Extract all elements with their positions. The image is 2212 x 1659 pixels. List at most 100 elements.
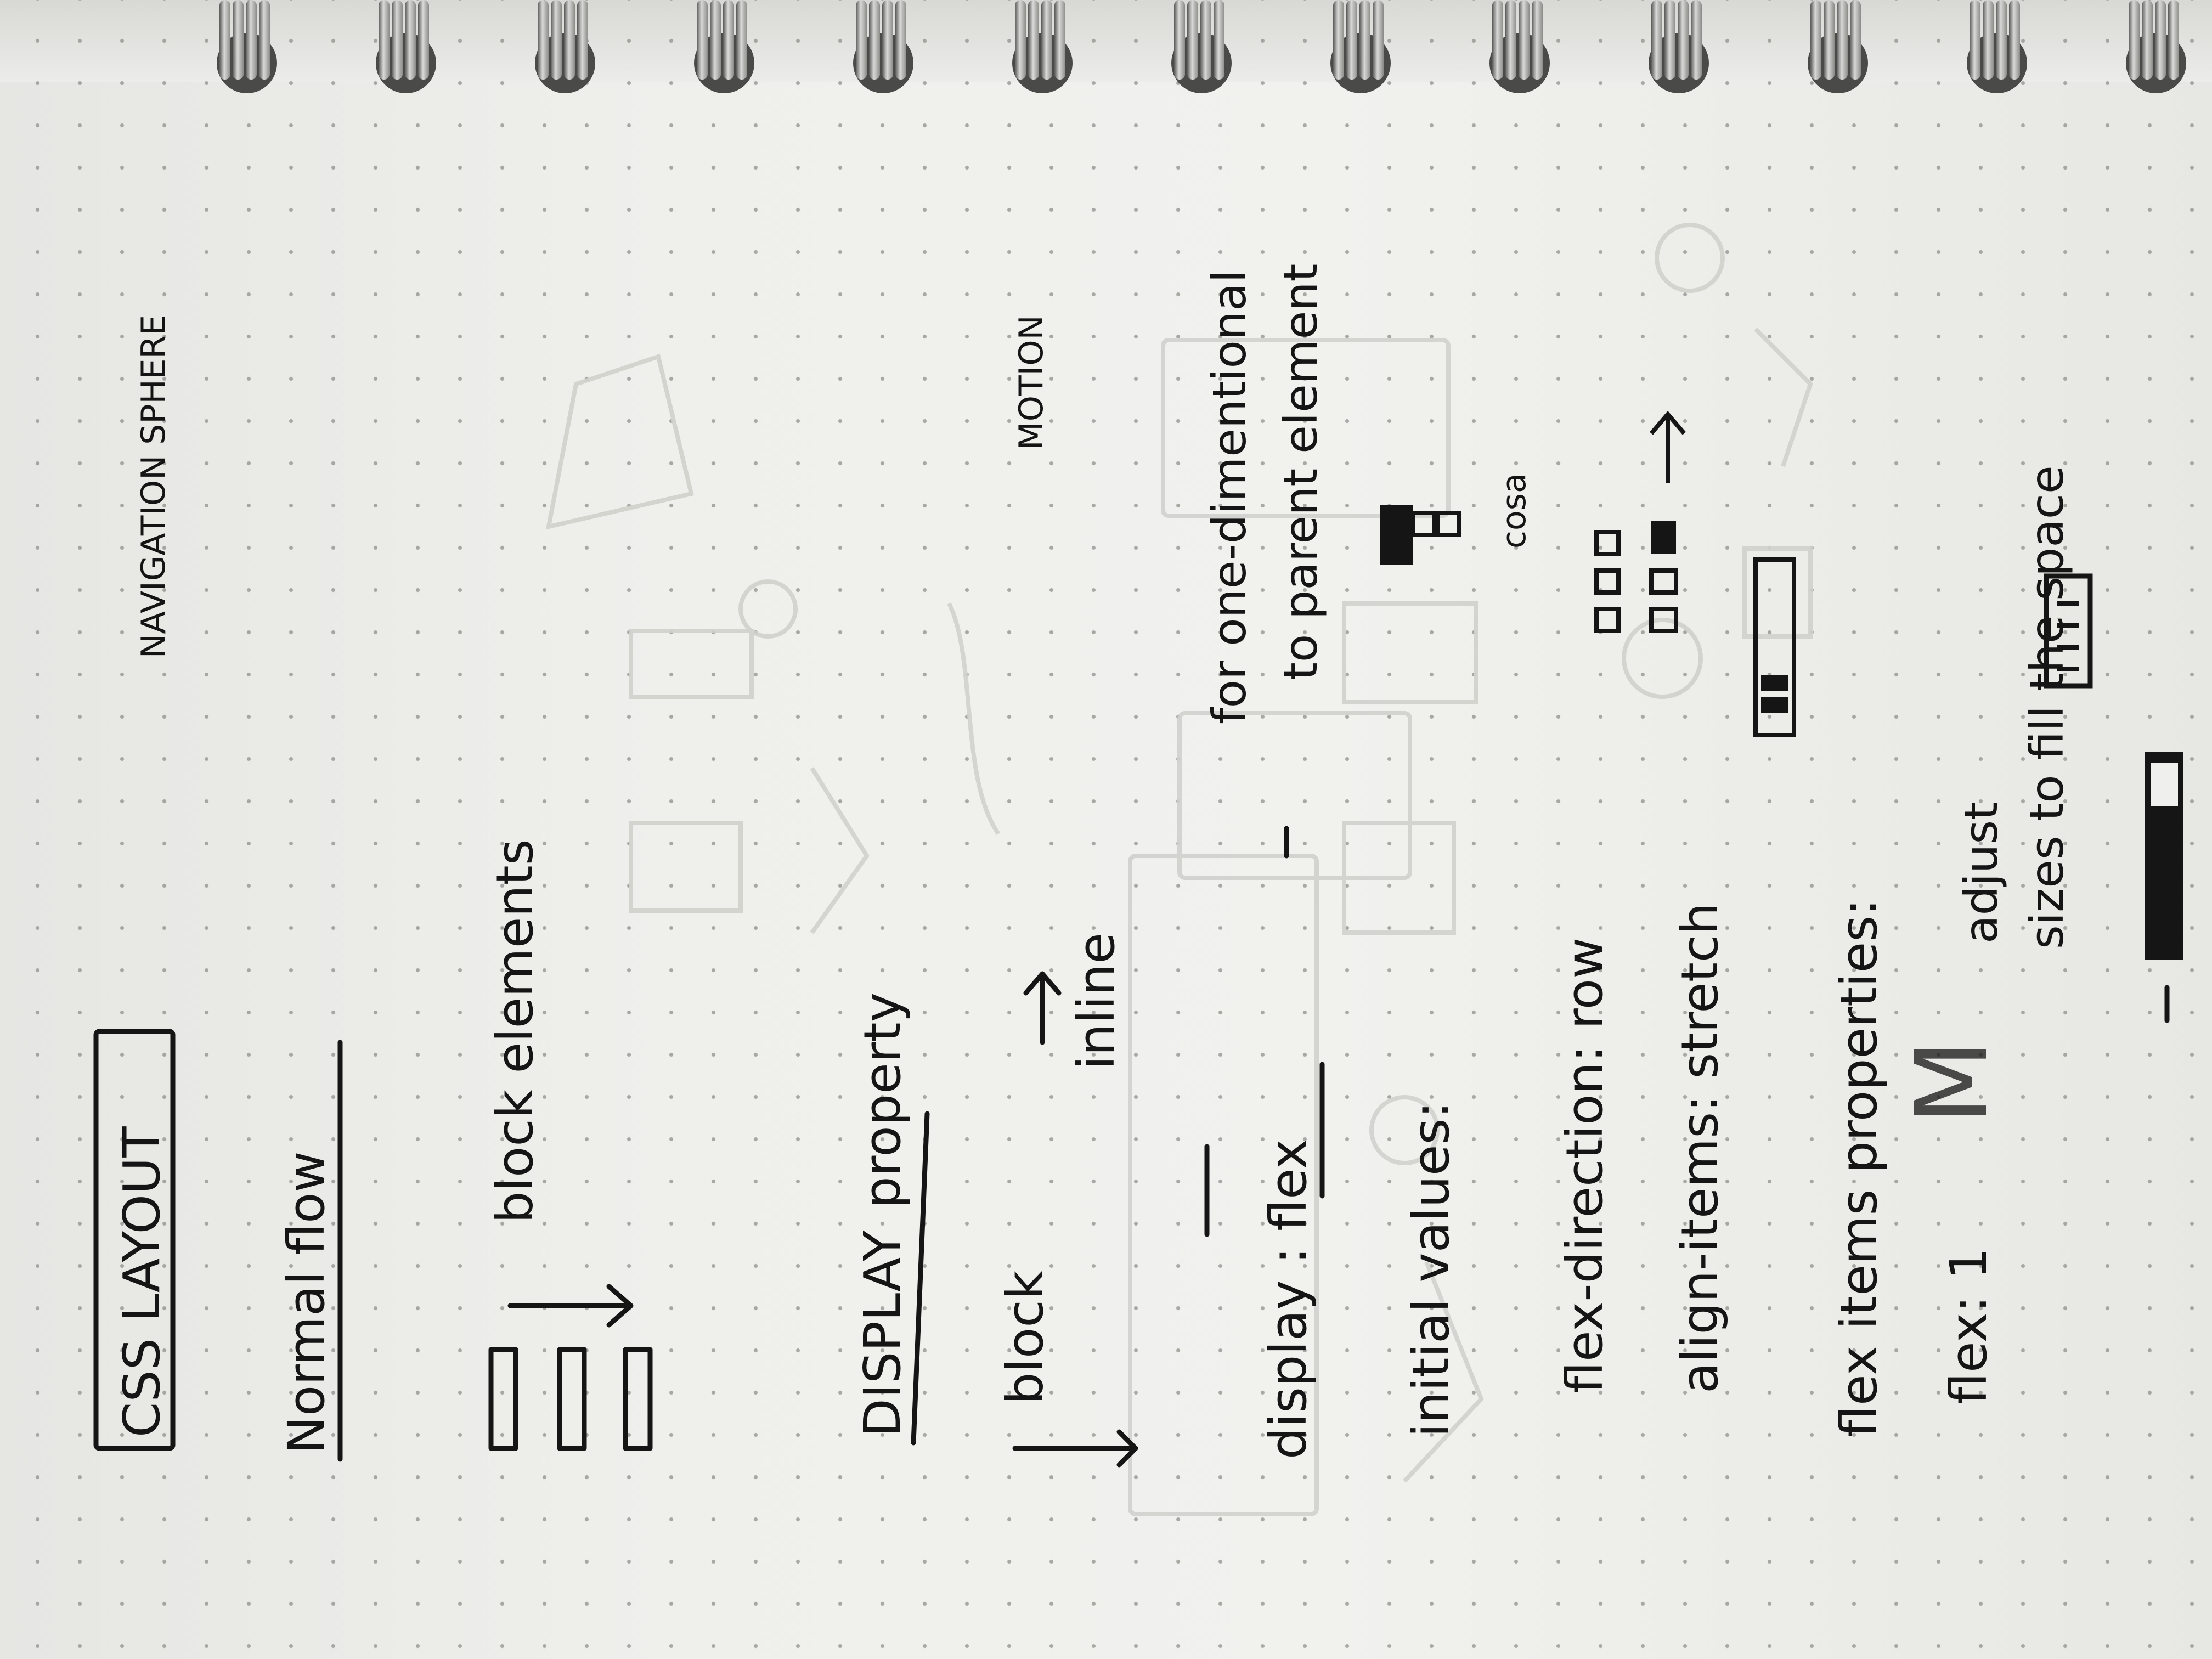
binding-wire — [538, 0, 549, 80]
binding-wire — [405, 0, 416, 80]
binding-ring — [362, 0, 444, 93]
binding-wire — [1505, 0, 1516, 80]
binding-wire — [1174, 0, 1185, 80]
binding-wire — [1532, 0, 1543, 80]
binding-wire — [1810, 0, 1821, 80]
display-underline — [911, 1111, 930, 1446]
binding-wire — [2009, 0, 2020, 80]
binding-wire — [856, 0, 867, 80]
binding-wire — [723, 0, 734, 80]
binding-wire — [1651, 0, 1662, 80]
binding-wire — [1837, 0, 1848, 80]
block-elements-label: block elements — [486, 839, 544, 1223]
binding-wire — [1691, 0, 1702, 80]
binding-wire — [1664, 0, 1675, 80]
binding-wire — [1850, 0, 1861, 80]
svg-text:NAVIGATION SPHERE: NAVIGATION SPHERE — [134, 315, 173, 658]
binding-wire — [1519, 0, 1530, 80]
binding-wire — [1359, 0, 1370, 80]
binding-wire — [233, 0, 244, 80]
binding-wire — [392, 0, 403, 80]
display-heading: DISPLAYproperty — [853, 992, 912, 1437]
binding-ring — [521, 0, 603, 93]
flex-description-2: to parent element — [1274, 264, 1328, 680]
filled-bar-icon — [2145, 752, 2183, 960]
binding-wire — [895, 0, 906, 80]
binding-wire — [379, 0, 390, 80]
svg-text:cosa: cosa — [1495, 473, 1533, 549]
binding-wire — [2142, 0, 2153, 80]
binding-wire — [1187, 0, 1198, 80]
binding-wire — [246, 0, 257, 80]
page-title: CSS LAYOUT — [112, 1126, 171, 1437]
binding-ring — [1635, 0, 1717, 93]
initial-values-label: initial values: — [1402, 1102, 1460, 1437]
binding-wire — [2155, 0, 2166, 80]
binding-wire — [418, 0, 429, 80]
flow-arrow-head — [606, 1284, 634, 1328]
binding-wire — [1492, 0, 1503, 80]
binding-wire — [2168, 0, 2179, 80]
binding-wire — [1214, 0, 1224, 80]
binding-ring — [1953, 0, 2035, 93]
binding-ring — [1476, 0, 1558, 93]
binding-ring — [839, 0, 922, 93]
binding-wire — [1983, 0, 1994, 80]
binding-wire — [219, 0, 230, 80]
sizes-to-fill-line: sizes to fill the space — [2020, 465, 2074, 949]
binding-wire — [259, 0, 270, 80]
binding-wire — [2129, 0, 2140, 80]
flex-direction-line: flex-direction: row — [1555, 938, 1614, 1393]
adjust-label: adjust — [1954, 802, 2008, 944]
binding-wire — [1041, 0, 1052, 80]
binding-wire — [882, 0, 893, 80]
block-label: block — [996, 1270, 1054, 1404]
display-flex-line: display : flex — [1259, 1139, 1318, 1459]
binding-wire — [564, 0, 575, 80]
binding-wire — [577, 0, 588, 80]
binding-wire — [869, 0, 880, 80]
flex-items-properties-label: flex items properties: — [1830, 899, 1888, 1437]
binding-ring — [1317, 0, 1399, 93]
binding-wire — [1333, 0, 1344, 80]
binding-wire — [1054, 0, 1065, 80]
inline-arrow-head — [1023, 971, 1062, 996]
binding-ring — [1794, 0, 1876, 93]
flex-column-icon — [1380, 505, 1462, 565]
binding-wire — [1200, 0, 1211, 80]
binding-ring — [1158, 0, 1240, 93]
normal-flow-heading: Normal flow — [277, 1151, 336, 1454]
binding-ring — [2112, 0, 2194, 93]
binding-wire — [1678, 0, 1689, 80]
align-stretch-icon — [1649, 410, 1686, 633]
three-bars-icon — [2044, 573, 2093, 689]
ink-blot: M — [1895, 1040, 2010, 1125]
binding-wire — [1824, 0, 1835, 80]
flex-description-1: for one-dimentional — [1203, 270, 1256, 724]
binding-ring — [998, 0, 1081, 93]
flow-block-1 — [488, 1347, 518, 1451]
svg-text:MOTION: MOTION — [1012, 315, 1051, 450]
flex-one-line: flex: 1 — [1939, 1248, 1998, 1404]
binding-wire — [1346, 0, 1357, 80]
container-items-icon — [1753, 557, 1796, 737]
binding-wire — [551, 0, 562, 80]
align-items-line: align-items: stretch — [1671, 902, 1729, 1393]
block-arrow-head — [1116, 1429, 1138, 1468]
binding-wire — [736, 0, 747, 80]
flow-block-3 — [623, 1347, 653, 1451]
title-box — [93, 1029, 176, 1451]
inline-label: inline — [1067, 933, 1126, 1070]
binding-wire — [697, 0, 708, 80]
binding-ring — [203, 0, 285, 93]
binding-wire — [1996, 0, 2007, 80]
binding-wire — [710, 0, 721, 80]
binding-ring — [680, 0, 763, 93]
binding-wire — [1970, 0, 1980, 80]
binding-wire — [1373, 0, 1384, 80]
binding-wire — [1015, 0, 1026, 80]
